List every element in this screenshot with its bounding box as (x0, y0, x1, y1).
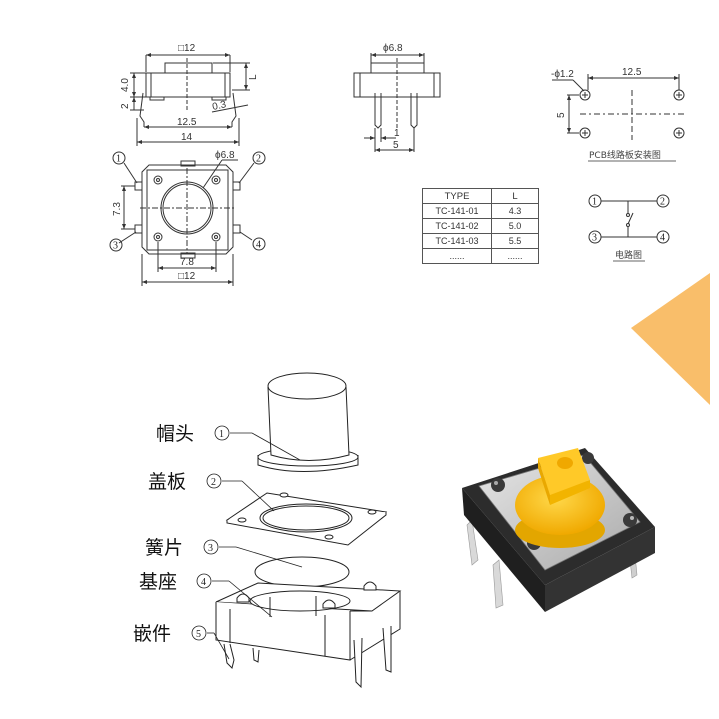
type-cell: TC-141-01 (422, 203, 492, 219)
l-cell: 4.3 (491, 203, 539, 219)
part-index-5: 5 (196, 629, 201, 640)
front-view (353, 53, 441, 152)
side-pin-pitch: 12.5 (177, 117, 197, 128)
part-index-2: 2 (211, 477, 216, 488)
top-body-size: □12 (178, 271, 196, 282)
pin-label-2: 2 (256, 154, 261, 165)
circuit-pin-4: 4 (660, 233, 665, 244)
l-cell: ...... (491, 248, 539, 264)
part-index-4: 4 (201, 577, 206, 588)
part-label-cap: 帽头 (156, 423, 194, 445)
header-l: L (491, 188, 539, 204)
type-table: TYPE L TC-141-01 4.3 TC-141-02 5.0 TC-14… (422, 188, 539, 264)
top-cap-diameter: ϕ6.8 (215, 150, 235, 161)
top-view (109, 151, 266, 286)
front-pin-width: 1 (394, 128, 400, 139)
pin-label-4: 4 (256, 240, 261, 251)
side-pin-height: 2 (120, 103, 131, 109)
type-cell: TC-141-02 (422, 218, 492, 234)
accent-triangle (631, 273, 710, 405)
type-cell: TC-141-03 (422, 233, 492, 249)
pcb-vertical-pitch: 5 (556, 112, 567, 118)
side-stroke-label: L (248, 74, 259, 80)
part-index-3: 3 (208, 543, 213, 554)
front-pin-spacing: 5 (393, 140, 399, 151)
circuit-pin-1: 1 (592, 197, 597, 208)
side-pin-thickness: 0.3 (211, 99, 227, 113)
l-cell: 5.5 (491, 233, 539, 249)
product-photo (462, 448, 655, 612)
top-hole-spacing: 7.8 (180, 257, 194, 268)
side-overall-width: 14 (181, 132, 193, 143)
pcb-caption: PCB线路板安装图 (589, 149, 661, 161)
table-header-row: TYPE L (422, 188, 539, 204)
table-row: TC-141-01 4.3 (422, 203, 539, 219)
circuit-caption: 电路图 (615, 249, 642, 261)
pin-label-1: 1 (116, 154, 121, 165)
type-cell: ...... (422, 248, 492, 264)
leader-lines (191, 425, 303, 660)
front-cap-diameter: ϕ6.8 (383, 43, 403, 54)
part-index-1: 1 (219, 429, 224, 440)
circuit-pin-2: 2 (660, 197, 665, 208)
pin-label-3: 3 (113, 241, 118, 252)
side-body-height: 4.0 (120, 78, 131, 92)
table-row: ...... ...... (422, 248, 539, 264)
table-row: TC-141-02 5.0 (422, 218, 539, 234)
side-view (130, 53, 250, 146)
top-pin-spacing: 7.3 (112, 202, 123, 216)
exploded-view (215, 372, 402, 689)
part-label-insert: 嵌件 (133, 623, 171, 645)
part-label-base: 基座 (139, 571, 177, 593)
circuit-pin-3: 3 (592, 233, 597, 244)
header-type: TYPE (422, 188, 492, 204)
part-label-cover: 盖板 (148, 471, 186, 493)
part-label-spring: 簧片 (145, 537, 183, 559)
pcb-hole-diameter: -ϕ1.2 (551, 69, 574, 80)
side-width-label: □12 (178, 43, 196, 54)
pcb-horizontal-pitch: 12.5 (622, 67, 642, 78)
circuit-diagram (588, 194, 670, 262)
l-cell: 5.0 (491, 218, 539, 234)
pcb-layout (552, 74, 685, 162)
table-row: TC-141-03 5.5 (422, 233, 539, 249)
